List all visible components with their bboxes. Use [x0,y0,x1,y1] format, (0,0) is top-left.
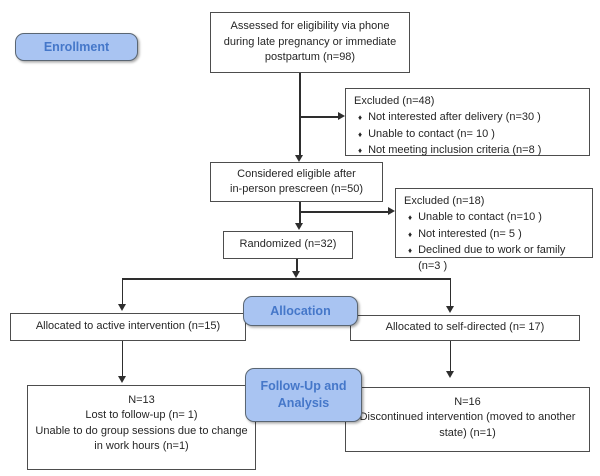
randomized-text: Randomized (n=32) [239,238,337,251]
assessed-line-1: Assessed for eligibility via phone [230,20,390,33]
assessed-line-3: postpartum (n=98) [264,51,356,64]
followup-active-line-3: Unable to do group sessions due to chang… [35,424,248,453]
excluded-phone-item-3: Not meeting inclusion criteria (n=8 ) [368,144,542,157]
connector-to-excluded-prescreen [300,211,388,213]
eligible-line-1: Considered eligible after [237,167,356,180]
followup-active-line-2: Lost to follow-up (n= 1) [85,409,198,422]
followup-self-directed-box: N=16 Discontinued intervention (moved to… [345,387,590,452]
followup-active-box: N=13 Lost to follow-up (n= 1) Unable to … [27,385,256,470]
allocated-active-text: Allocated to active intervention (n=15) [35,320,221,333]
bullet-diamond-icon: ♦ [408,229,413,239]
arrowhead-down-icon [445,306,454,313]
split-horizontal-line [122,278,450,280]
allocated-active-box: Allocated to active intervention (n=15) [10,313,246,341]
connector-split-to-self [449,278,452,307]
arrowhead-down-icon [445,371,454,378]
arrowhead-down-icon [117,304,126,311]
allocation-stage-label: Allocation [243,296,358,326]
followup-active-line-1: N=13 [128,394,155,406]
bullet-diamond-icon: ♦ [408,213,413,223]
excluded-phone-item: ♦ Unable to contact (n= 10 ) [358,127,581,142]
excluded-prescreen-title: Excluded (n=18) [404,195,485,207]
bullet-diamond-icon: ♦ [358,129,363,139]
followup-stage-text-line1: Follow-Up and [260,379,347,394]
bullet-diamond-icon: ♦ [408,246,413,256]
excluded-phone-box: Excluded (n=48) ♦ Not interested after d… [345,88,590,156]
bullet-diamond-icon: ♦ [358,146,363,156]
followup-self-line-1: N=16 [454,396,481,408]
assessed-eligibility-box: Assessed for eligibility via phone durin… [210,12,410,73]
arrowhead-down-icon [292,271,301,278]
enrollment-stage-text: Enrollment [43,39,110,54]
connector-to-excluded-phone [300,116,338,118]
excluded-prescreen-item-2: Not interested (n= 5 ) [418,227,522,240]
randomized-box: Randomized (n=32) [223,231,353,259]
eligible-prescreen-box: Considered eligible after in-person pres… [210,162,383,202]
connector-eligible-to-randomized [299,202,301,223]
allocated-self-directed-box: Allocated to self-directed (n= 17) [350,315,580,341]
followup-stage-text-line2: Analysis [277,396,330,410]
excluded-prescreen-item: ♦ Declined due to work or family (n=3 ) [408,243,584,274]
assessed-line-2: during late pregnancy or immediate [223,35,397,48]
followup-self-line-2: Discontinued intervention (moved to anot… [359,411,576,439]
excluded-phone-item: ♦ Not meeting inclusion criteria (n=8 ) [358,143,581,158]
arrowhead-right-icon [338,112,345,121]
excluded-phone-title: Excluded (n=48) [354,95,435,107]
followup-stage-label: Follow-Up and Analysis [245,368,362,422]
connector-split-to-active [121,278,124,305]
excluded-phone-item-1: Not interested after delivery (n=30 ) [368,111,541,124]
excluded-phone-item-2: Unable to contact (n= 10 ) [368,127,495,140]
excluded-phone-item: ♦ Not interested after delivery (n=30 ) [358,110,581,125]
arrowhead-right-icon [388,207,395,216]
excluded-prescreen-item-1: Unable to contact (n=10 ) [418,211,542,224]
enrollment-stage-label: Enrollment [15,33,138,61]
connector-self-to-followup [449,341,452,372]
excluded-prescreen-item: ♦ Unable to contact (n=10 ) [408,210,584,225]
bullet-diamond-icon: ♦ [358,113,363,123]
connector-active-to-followup [121,341,124,377]
excluded-prescreen-item: ♦ Not interested (n= 5 ) [408,227,584,242]
arrowhead-down-icon [295,223,304,230]
allocated-self-directed-text: Allocated to self-directed (n= 17) [385,321,545,334]
arrowhead-down-icon [117,376,126,383]
arrowhead-down-icon [295,155,304,162]
connector-randomized-to-split [296,259,298,272]
excluded-prescreen-item-3: Declined due to work or family (n=3 ) [418,244,566,272]
eligible-line-2: in-person prescreen (n=50) [230,183,363,195]
connector-assessed-to-eligible [299,73,301,156]
allocation-stage-text: Allocation [270,303,331,318]
excluded-prescreen-box: Excluded (n=18) ♦ Unable to contact (n=1… [395,188,593,272]
